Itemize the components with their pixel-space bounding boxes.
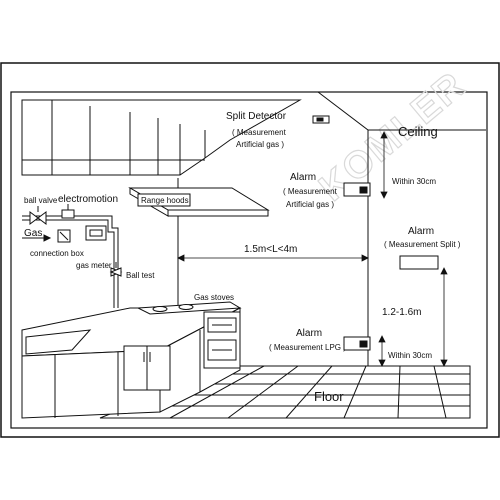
alarm-right-title: Alarm bbox=[408, 226, 434, 237]
connection-box-icon bbox=[57, 229, 71, 243]
alarm-bottom-icon bbox=[343, 336, 371, 351]
gas-stoves-label: Gas stoves bbox=[194, 293, 234, 302]
within-30cm-top-label: Within 30cm bbox=[392, 177, 436, 186]
ball-test-label: Ball test bbox=[126, 271, 155, 280]
alarm-top-line3: Artificial gas ) bbox=[286, 200, 334, 209]
alarm-right-icon bbox=[399, 255, 439, 270]
ceiling-label: Ceiling bbox=[398, 124, 438, 139]
height-dimension bbox=[440, 267, 448, 367]
range-hoods-label: Range hoods bbox=[141, 196, 189, 205]
gas-meter-label: gas meter bbox=[76, 261, 112, 270]
electromotion-valve-icon bbox=[61, 204, 75, 219]
height-label: 1.2-1.6m bbox=[382, 307, 421, 318]
distance-dimension bbox=[177, 254, 369, 262]
ball-test-icon bbox=[109, 262, 123, 277]
range-hood bbox=[128, 187, 270, 217]
connection-box-label: connection box bbox=[30, 249, 84, 258]
alarm-top-line2: ( Measurement bbox=[283, 187, 338, 196]
within-30cm-top-dimension bbox=[380, 131, 388, 199]
electromotion-label: electromotion bbox=[58, 194, 118, 205]
split-detector-line3: Artificial gas ) bbox=[236, 140, 284, 149]
gas-stove bbox=[136, 301, 242, 369]
gas-flow-arrow bbox=[22, 234, 52, 242]
split-detector-line2: ( Measurement bbox=[232, 128, 287, 137]
split-detector-title: Split Detector bbox=[226, 111, 287, 122]
outer-border bbox=[0, 62, 500, 438]
alarm-top-icon bbox=[343, 182, 371, 197]
alarm-bottom-line2: ( Measurement LPG ) bbox=[269, 343, 346, 352]
alarm-right-line2: ( Measurement Split ) bbox=[384, 240, 461, 249]
within-30cm-bottom-dimension bbox=[378, 335, 386, 367]
alarm-bottom-title: Alarm bbox=[296, 328, 322, 339]
ball-valve-icon bbox=[29, 206, 47, 225]
ball-valve-label: ball valve bbox=[24, 196, 58, 205]
upper-cabinets bbox=[21, 99, 302, 176]
gas-meter-icon bbox=[85, 225, 107, 241]
within-30cm-bottom-label: Within 30cm bbox=[388, 351, 432, 360]
gas-label: Gas bbox=[24, 228, 42, 239]
floor-label: Floor bbox=[314, 389, 344, 404]
distance-label: 1.5m<L<4m bbox=[244, 244, 297, 255]
split-detector-icon bbox=[312, 115, 330, 124]
alarm-top-title: Alarm bbox=[290, 172, 316, 183]
room-frame bbox=[10, 91, 488, 429]
